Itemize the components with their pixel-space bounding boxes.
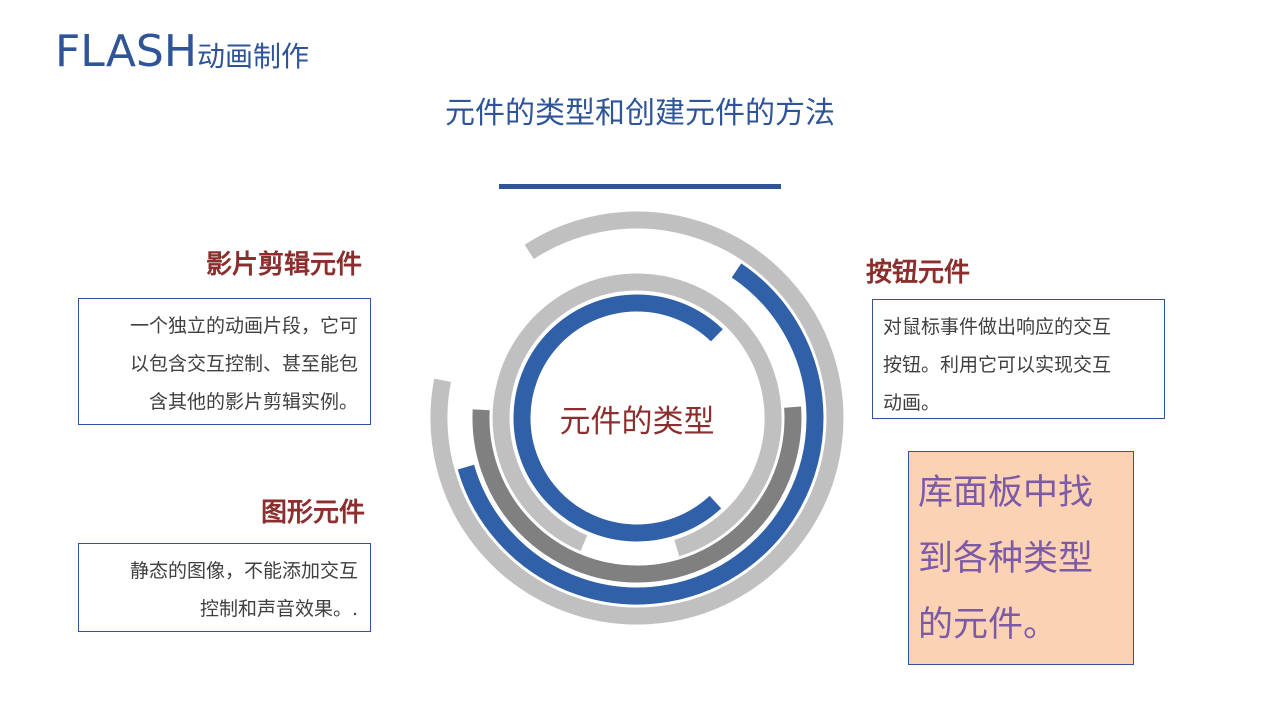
note-line-3: 的元件。 (918, 605, 1059, 645)
graphic-symbol-description: 静态的图像，不能添加交互 控制和声音效果。. (78, 543, 371, 632)
movie-clip-line-3: 含其他的影片剪辑实例。 (148, 391, 358, 413)
brand-title-suffix: 动画制作 (196, 40, 309, 73)
note-line-2: 到各种类型 (918, 539, 1094, 579)
button-symbol-line-2: 按钮。利用它可以实现交互 (883, 354, 1112, 376)
button-symbol-description: 对鼠标事件做出响应的交互 按钮。利用它可以实现交互 动画。 (872, 299, 1165, 419)
button-symbol-line-3: 动画。 (883, 392, 941, 414)
center-label: 元件的类型 (559, 404, 715, 440)
brand-title: FLASH动画制作 (55, 26, 309, 77)
inner-blue-ring (513, 294, 723, 542)
graphic-symbol-line-1: 静态的图像，不能添加交互 (129, 560, 358, 582)
note-line-1: 库面板中找 (918, 473, 1094, 513)
movie-clip-line-1: 一个独立的动画片段，它可 (129, 315, 358, 337)
page-subtitle: 元件的类型和创建元件的方法 (445, 96, 835, 131)
outer-blue-ring (457, 263, 824, 605)
movie-clip-description: 一个独立的动画片段，它可 以包含交互控制、甚至能包 含其他的影片剪辑实例。 (78, 298, 371, 425)
title-divider (499, 184, 781, 189)
button-symbol-line-1: 对鼠标事件做出响应的交互 (883, 316, 1112, 338)
button-symbol-title: 按钮元件 (866, 258, 971, 288)
outer-gray-ring (430, 211, 844, 625)
brand-title-flash: FLASH (55, 26, 197, 77)
library-panel-note: 库面板中找 到各种类型 的元件。 (908, 451, 1134, 665)
graphic-symbol-line-2: 控制和声音效果。. (199, 598, 358, 620)
inner-light-gray-ring (492, 273, 782, 557)
movie-clip-title: 影片剪辑元件 (206, 250, 363, 280)
movie-clip-line-2: 以包含交互控制、甚至能包 (129, 353, 358, 375)
graphic-symbol-title: 图形元件 (261, 498, 366, 528)
middle-dark-gray-ring (472, 406, 802, 583)
